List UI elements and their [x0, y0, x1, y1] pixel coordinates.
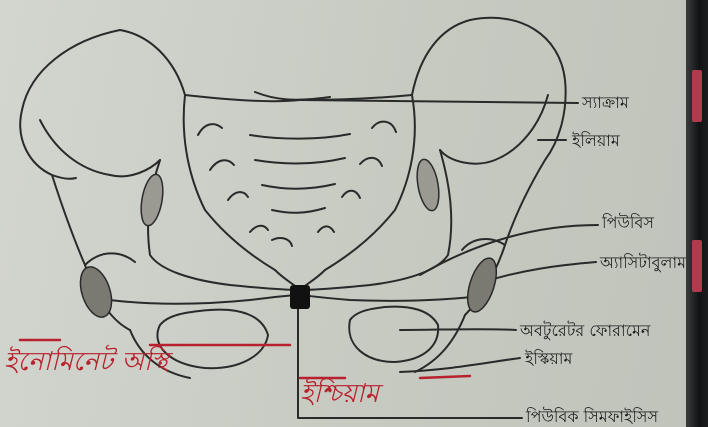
- handwritten-ischium-note: ইশ্চিয়াম: [300, 377, 384, 409]
- label-pubis: পিউবিস: [601, 213, 654, 232]
- label-obturator-foramen: অবটুরেটর ফোরামেন: [519, 321, 651, 340]
- label-pubic-symphysis: পিউবিক সিমফাইসিস: [525, 407, 658, 426]
- sacrum-outline: [184, 95, 415, 290]
- handwritten-innominate-note: ইনোমিনেট অস্থি: [4, 344, 173, 377]
- pubic-symphysis-block: [290, 285, 310, 309]
- book-spine: [686, 0, 708, 427]
- label-ischium: ইস্কিয়াম: [524, 349, 573, 368]
- red-ink-annotations: ইনোমিনেট অস্থি ইশ্চিয়াম: [4, 340, 470, 409]
- label-ilium: ইলিয়াম: [571, 131, 621, 150]
- spine-tab: [692, 240, 702, 292]
- label-acetabulum: অ্যাসিটাবুলাম: [599, 253, 687, 272]
- left-obturator-foramen: [157, 310, 268, 369]
- label-sacrum: স্যাক্রাম: [581, 93, 630, 112]
- right-obturator-foramen: [349, 307, 438, 362]
- spine-tab: [692, 70, 702, 122]
- right-ilium-inner: [412, 20, 548, 164]
- left-ilium-outline: [20, 30, 130, 330]
- left-ilium-inner: [40, 30, 185, 176]
